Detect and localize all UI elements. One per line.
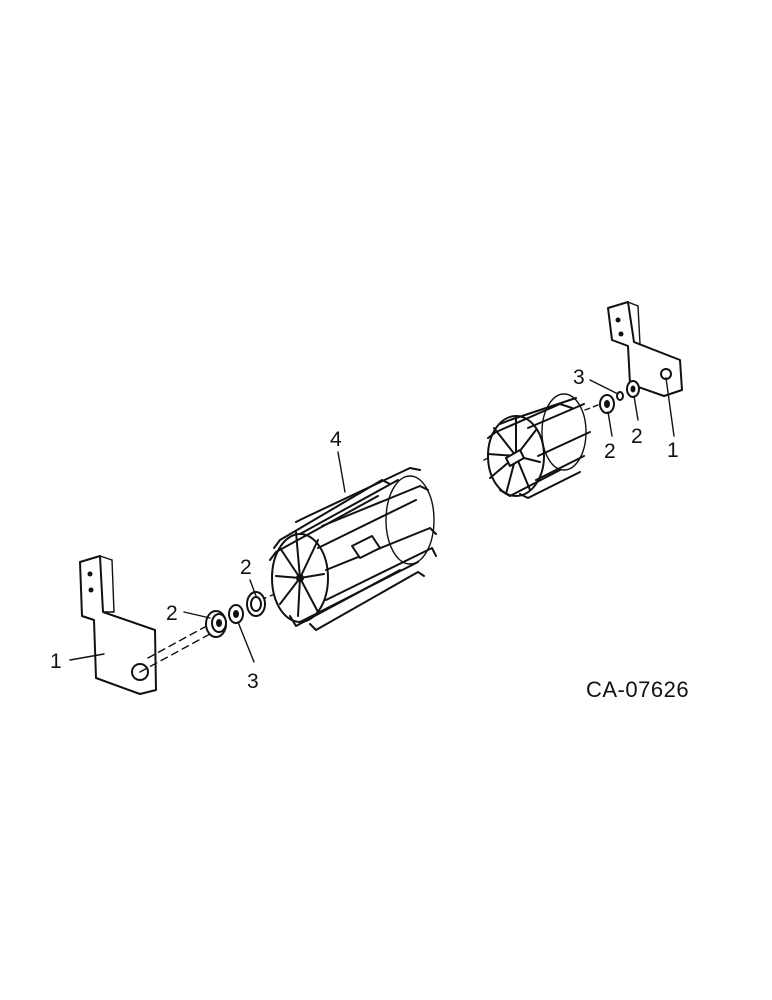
leader-lines xyxy=(69,377,675,663)
callout-spacer-right: 3 xyxy=(573,366,585,389)
right-outer-bearing xyxy=(626,380,640,398)
left-bracket xyxy=(79,555,157,695)
bracket-hole xyxy=(88,587,94,593)
left-reel-wheel xyxy=(269,467,437,631)
callout-spacer-left: 3 xyxy=(247,670,259,693)
bracket-hole xyxy=(615,317,621,323)
callout-wheel-left: 4 xyxy=(330,428,342,451)
right-reel-wheel xyxy=(487,393,591,499)
callout-bearing-left-outer: 2 xyxy=(166,602,178,625)
left-outer-bearing xyxy=(205,610,227,638)
bracket-hole xyxy=(618,331,624,337)
drawing-code: CA-07626 xyxy=(586,677,689,702)
right-bracket xyxy=(607,301,683,397)
callout-bearing-right-outer: 2 xyxy=(631,425,643,448)
callout-bearing-right-inner: 2 xyxy=(604,440,616,463)
right-inner-bearing xyxy=(599,394,615,414)
left-inner-bearing xyxy=(246,591,266,617)
callout-bearing-left-inner: 2 xyxy=(240,556,252,579)
bracket-hole xyxy=(87,571,93,577)
callout-bracket-right: 1 xyxy=(667,439,679,462)
left-spacer xyxy=(228,604,244,624)
callout-bracket-left: 1 xyxy=(50,650,62,673)
